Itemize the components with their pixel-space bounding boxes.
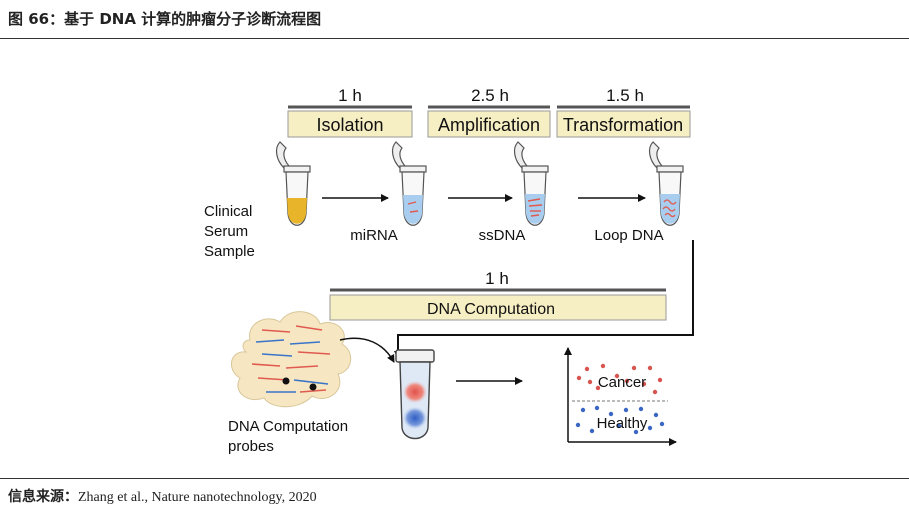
figure-source: 信息来源：Zhang et al., Nature nanotechnology…: [8, 486, 317, 506]
step-box: [556, 110, 691, 138]
result-plot: Cancer Healthy: [564, 347, 677, 446]
tube-liquid: [403, 195, 423, 224]
step-amplification: 2.5 h Amplification: [427, 86, 551, 138]
cancer-label: Cancer: [598, 374, 646, 391]
probe-arrow: [339, 337, 395, 363]
healthy-points: [575, 405, 665, 435]
probes-label: DNA Computation probes: [228, 418, 352, 455]
blue-signal: [402, 406, 428, 430]
tube-label-loop-dna: Loop DNA: [594, 227, 663, 244]
healthy-label: Healthy: [597, 415, 648, 432]
computation-box: [329, 294, 667, 321]
bottom-rule: [0, 478, 909, 479]
tube-label-serum: Clinical Serum Sample: [204, 203, 257, 260]
step-box: [427, 110, 551, 138]
step-isolation: 1 h Isolation: [287, 86, 413, 138]
tube-ssdna: [513, 141, 549, 226]
step-duration: 1.5 h: [606, 86, 644, 105]
tube-cap: [391, 141, 406, 169]
tube-loop-dna: [648, 141, 684, 226]
computation-duration: 1 h: [485, 269, 509, 288]
tube-cap: [648, 141, 663, 169]
step-duration: 2.5 h: [471, 86, 509, 105]
step-duration: 1 h: [338, 86, 362, 105]
tube-liquid: [287, 198, 307, 224]
tube-label-ssdna: ssDNA: [479, 227, 526, 244]
step-label: Amplification: [438, 115, 540, 135]
tube-cap: [513, 141, 528, 169]
tube-cap: [275, 141, 290, 169]
tube-cap: [395, 349, 435, 363]
step-label: Transformation: [563, 115, 683, 135]
tube-label-mirna: miRNA: [350, 227, 398, 244]
computation-label: DNA Computation: [427, 301, 555, 318]
source-label: 信息来源：: [8, 489, 78, 505]
tube-mirna: [391, 141, 427, 226]
step-transformation: 1.5 h Transformation: [556, 86, 691, 138]
step-box: [287, 110, 413, 138]
step-label: Isolation: [316, 115, 383, 135]
top-rule: [0, 38, 909, 39]
computation-tube: [395, 349, 435, 440]
tube-liquid: [525, 194, 545, 224]
figure-title: 图 66：基于 DNA 计算的肿瘤分子诊断流程图: [8, 10, 322, 28]
step-dna-computation: 1 h DNA Computation: [329, 269, 667, 321]
cancer-points: [576, 363, 663, 395]
source-text: Zhang et al., Nature nanotechnology, 202…: [78, 490, 317, 505]
red-signal: [402, 380, 428, 404]
tube-serum-sample: [275, 141, 311, 226]
connector-arrow: [394, 240, 694, 359]
probe-cloud: [231, 311, 352, 408]
